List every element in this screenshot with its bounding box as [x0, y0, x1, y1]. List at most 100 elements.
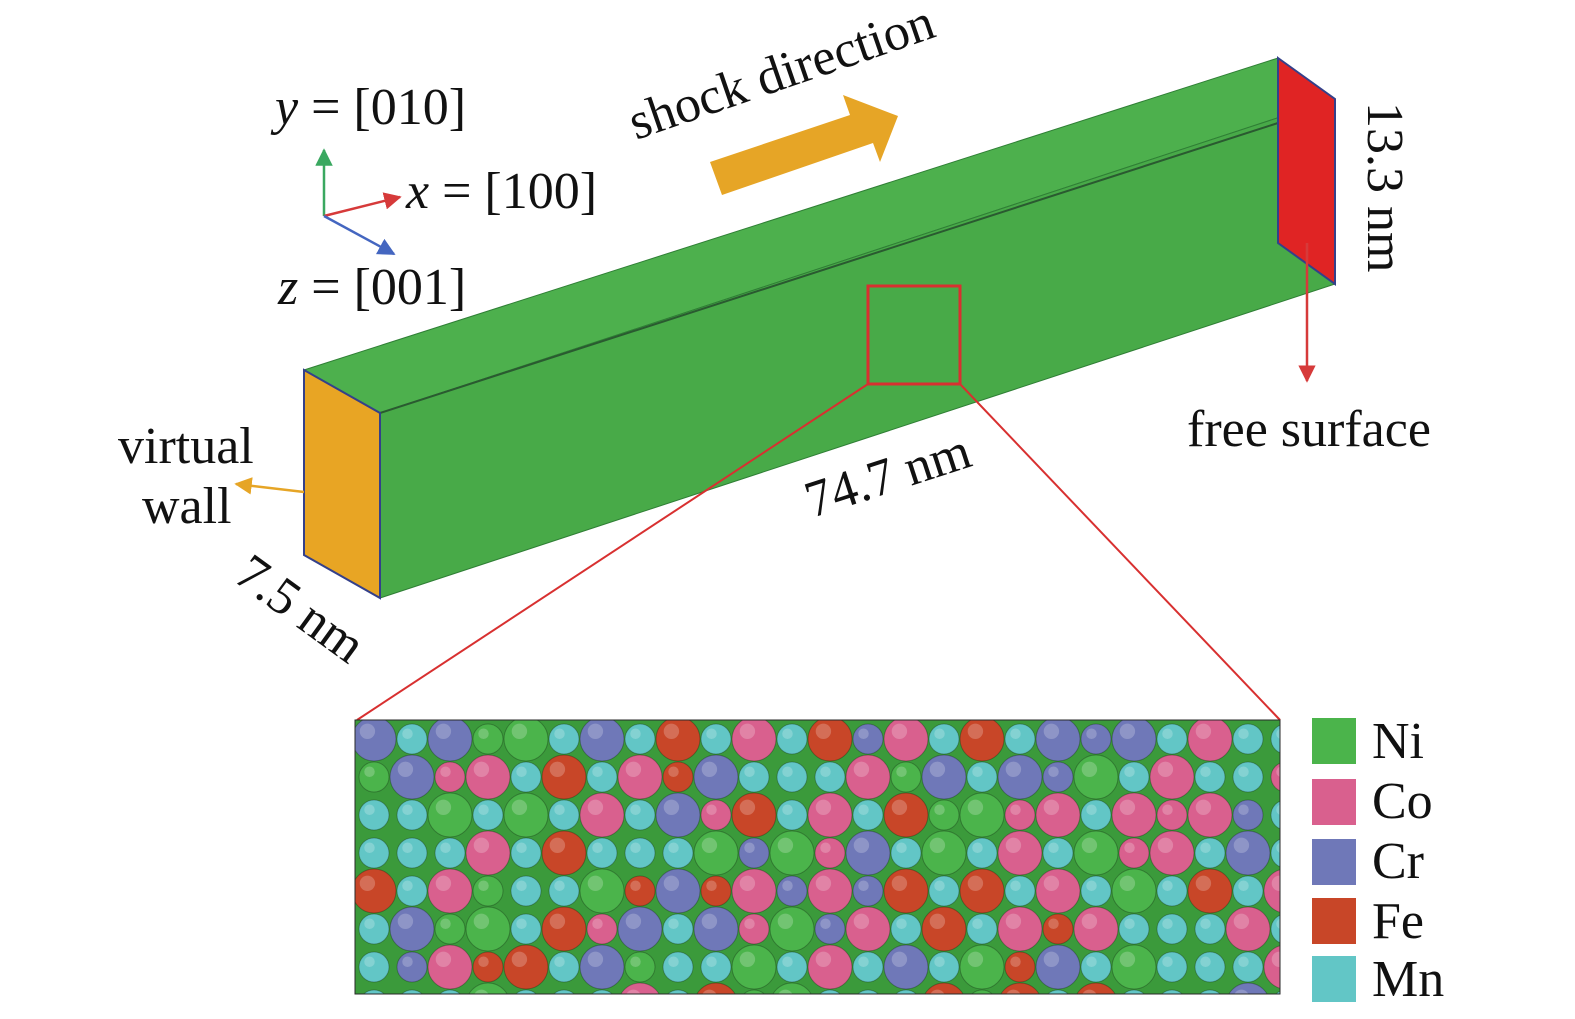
atom-highlight — [778, 989, 793, 994]
atomic-view — [354, 719, 1281, 1006]
atom-highlight — [706, 804, 717, 815]
atom-highlight — [473, 913, 490, 929]
atom-highlight — [1043, 951, 1060, 967]
atom-highlight — [587, 799, 604, 815]
atom-highlight — [896, 766, 907, 777]
atom-cr — [921, 754, 967, 800]
atom-mn — [1232, 875, 1264, 907]
atom-highlight — [706, 728, 717, 739]
atom-highlight — [554, 728, 565, 739]
atom-mn — [1232, 951, 1264, 983]
virtual-wall-label-line1: virtual — [118, 418, 254, 475]
atom-fe — [883, 792, 929, 838]
atom-co — [731, 720, 777, 762]
atom-cr — [1225, 830, 1271, 876]
atom-mn — [890, 837, 922, 869]
atom-highlight — [630, 804, 641, 815]
atom-highlight — [744, 995, 755, 1006]
height-dimension-label: 13.3 nm — [1356, 102, 1413, 272]
atom-highlight — [549, 837, 566, 853]
atom-mn — [358, 837, 390, 869]
atom-fe — [959, 868, 1005, 914]
atom-highlight — [1162, 804, 1173, 815]
atom-co — [807, 792, 853, 838]
atom-co — [434, 761, 466, 793]
atom-fe — [883, 868, 929, 914]
legend-label-co: Co — [1372, 773, 1433, 830]
atom-highlight — [1276, 842, 1280, 853]
atom-mn — [966, 913, 998, 945]
atom-mn — [358, 951, 390, 983]
atom-mn — [624, 799, 656, 831]
atom-highlight — [929, 761, 946, 777]
atom-highlight — [474, 989, 489, 994]
atom-cr — [1080, 723, 1112, 755]
atom-highlight — [929, 837, 946, 853]
atom-highlight — [1276, 766, 1280, 777]
atom-mn — [1004, 723, 1036, 755]
atom-co — [427, 944, 473, 990]
atom-mn — [1270, 800, 1280, 830]
atom-highlight — [782, 766, 793, 777]
atom-co — [731, 868, 777, 914]
atom-mn — [510, 913, 542, 945]
atom-highlight — [511, 799, 528, 815]
atom-highlight — [820, 766, 831, 777]
atom-highlight — [744, 842, 755, 853]
atom-highlight — [1276, 804, 1280, 815]
legend-item-mn: Mn — [1312, 951, 1444, 1008]
free-surface-face — [1277, 56, 1336, 286]
atom-highlight — [1234, 989, 1249, 994]
atom-co — [997, 830, 1043, 876]
atom-highlight — [402, 995, 413, 1006]
atom-fe — [541, 906, 587, 952]
atom-ni — [769, 830, 815, 876]
atom-fe — [541, 754, 587, 800]
atom-co — [1111, 792, 1157, 838]
atom-highlight — [815, 799, 832, 815]
atom-highlight — [782, 880, 793, 891]
atom-highlight — [858, 880, 869, 891]
atom-highlight — [554, 956, 565, 967]
atom-highlight — [364, 918, 375, 929]
atom-highlight — [1119, 951, 1136, 967]
atom-fe — [472, 951, 504, 983]
atom-highlight — [815, 951, 832, 967]
atom-highlight — [929, 913, 946, 929]
atom-ni — [731, 944, 777, 990]
atom-highlight — [626, 989, 641, 994]
atom-highlight — [397, 913, 414, 929]
atom-cr — [883, 944, 929, 990]
atom-fe — [1042, 913, 1074, 945]
atom-highlight — [663, 723, 680, 739]
atom-highlight — [1043, 875, 1060, 891]
atom-highlight — [1119, 875, 1136, 891]
atom-co — [1149, 830, 1195, 876]
atom-ni — [358, 761, 390, 793]
free-surface-annotation: free surface — [1187, 243, 1431, 458]
legend-swatch-fe — [1312, 898, 1356, 944]
atom-mn — [1270, 914, 1280, 944]
atom-co — [586, 913, 618, 945]
atom-highlight — [478, 880, 489, 891]
atom-highlight — [1238, 956, 1249, 967]
atom-ni — [959, 792, 1005, 838]
virtual-wall-arrow — [234, 477, 305, 495]
atom-highlight — [364, 766, 375, 777]
atom-highlight — [440, 842, 451, 853]
atom-fe — [807, 720, 853, 762]
shock-direction-label: shock direction — [621, 0, 941, 151]
atom-mn — [472, 799, 504, 831]
atom-highlight — [625, 913, 642, 929]
atom-mn — [1232, 761, 1264, 793]
legend-label-cr: Cr — [1372, 833, 1424, 890]
atom-highlight — [820, 842, 831, 853]
atom-fe — [1076, 982, 1116, 994]
atom-cr — [655, 792, 701, 838]
atom-highlight — [1200, 766, 1211, 777]
atom-highlight — [858, 995, 869, 1006]
atom-highlight — [896, 918, 907, 929]
atom-cr — [1042, 761, 1074, 793]
atom-highlight — [706, 880, 717, 891]
atom-highlight — [1195, 875, 1212, 891]
